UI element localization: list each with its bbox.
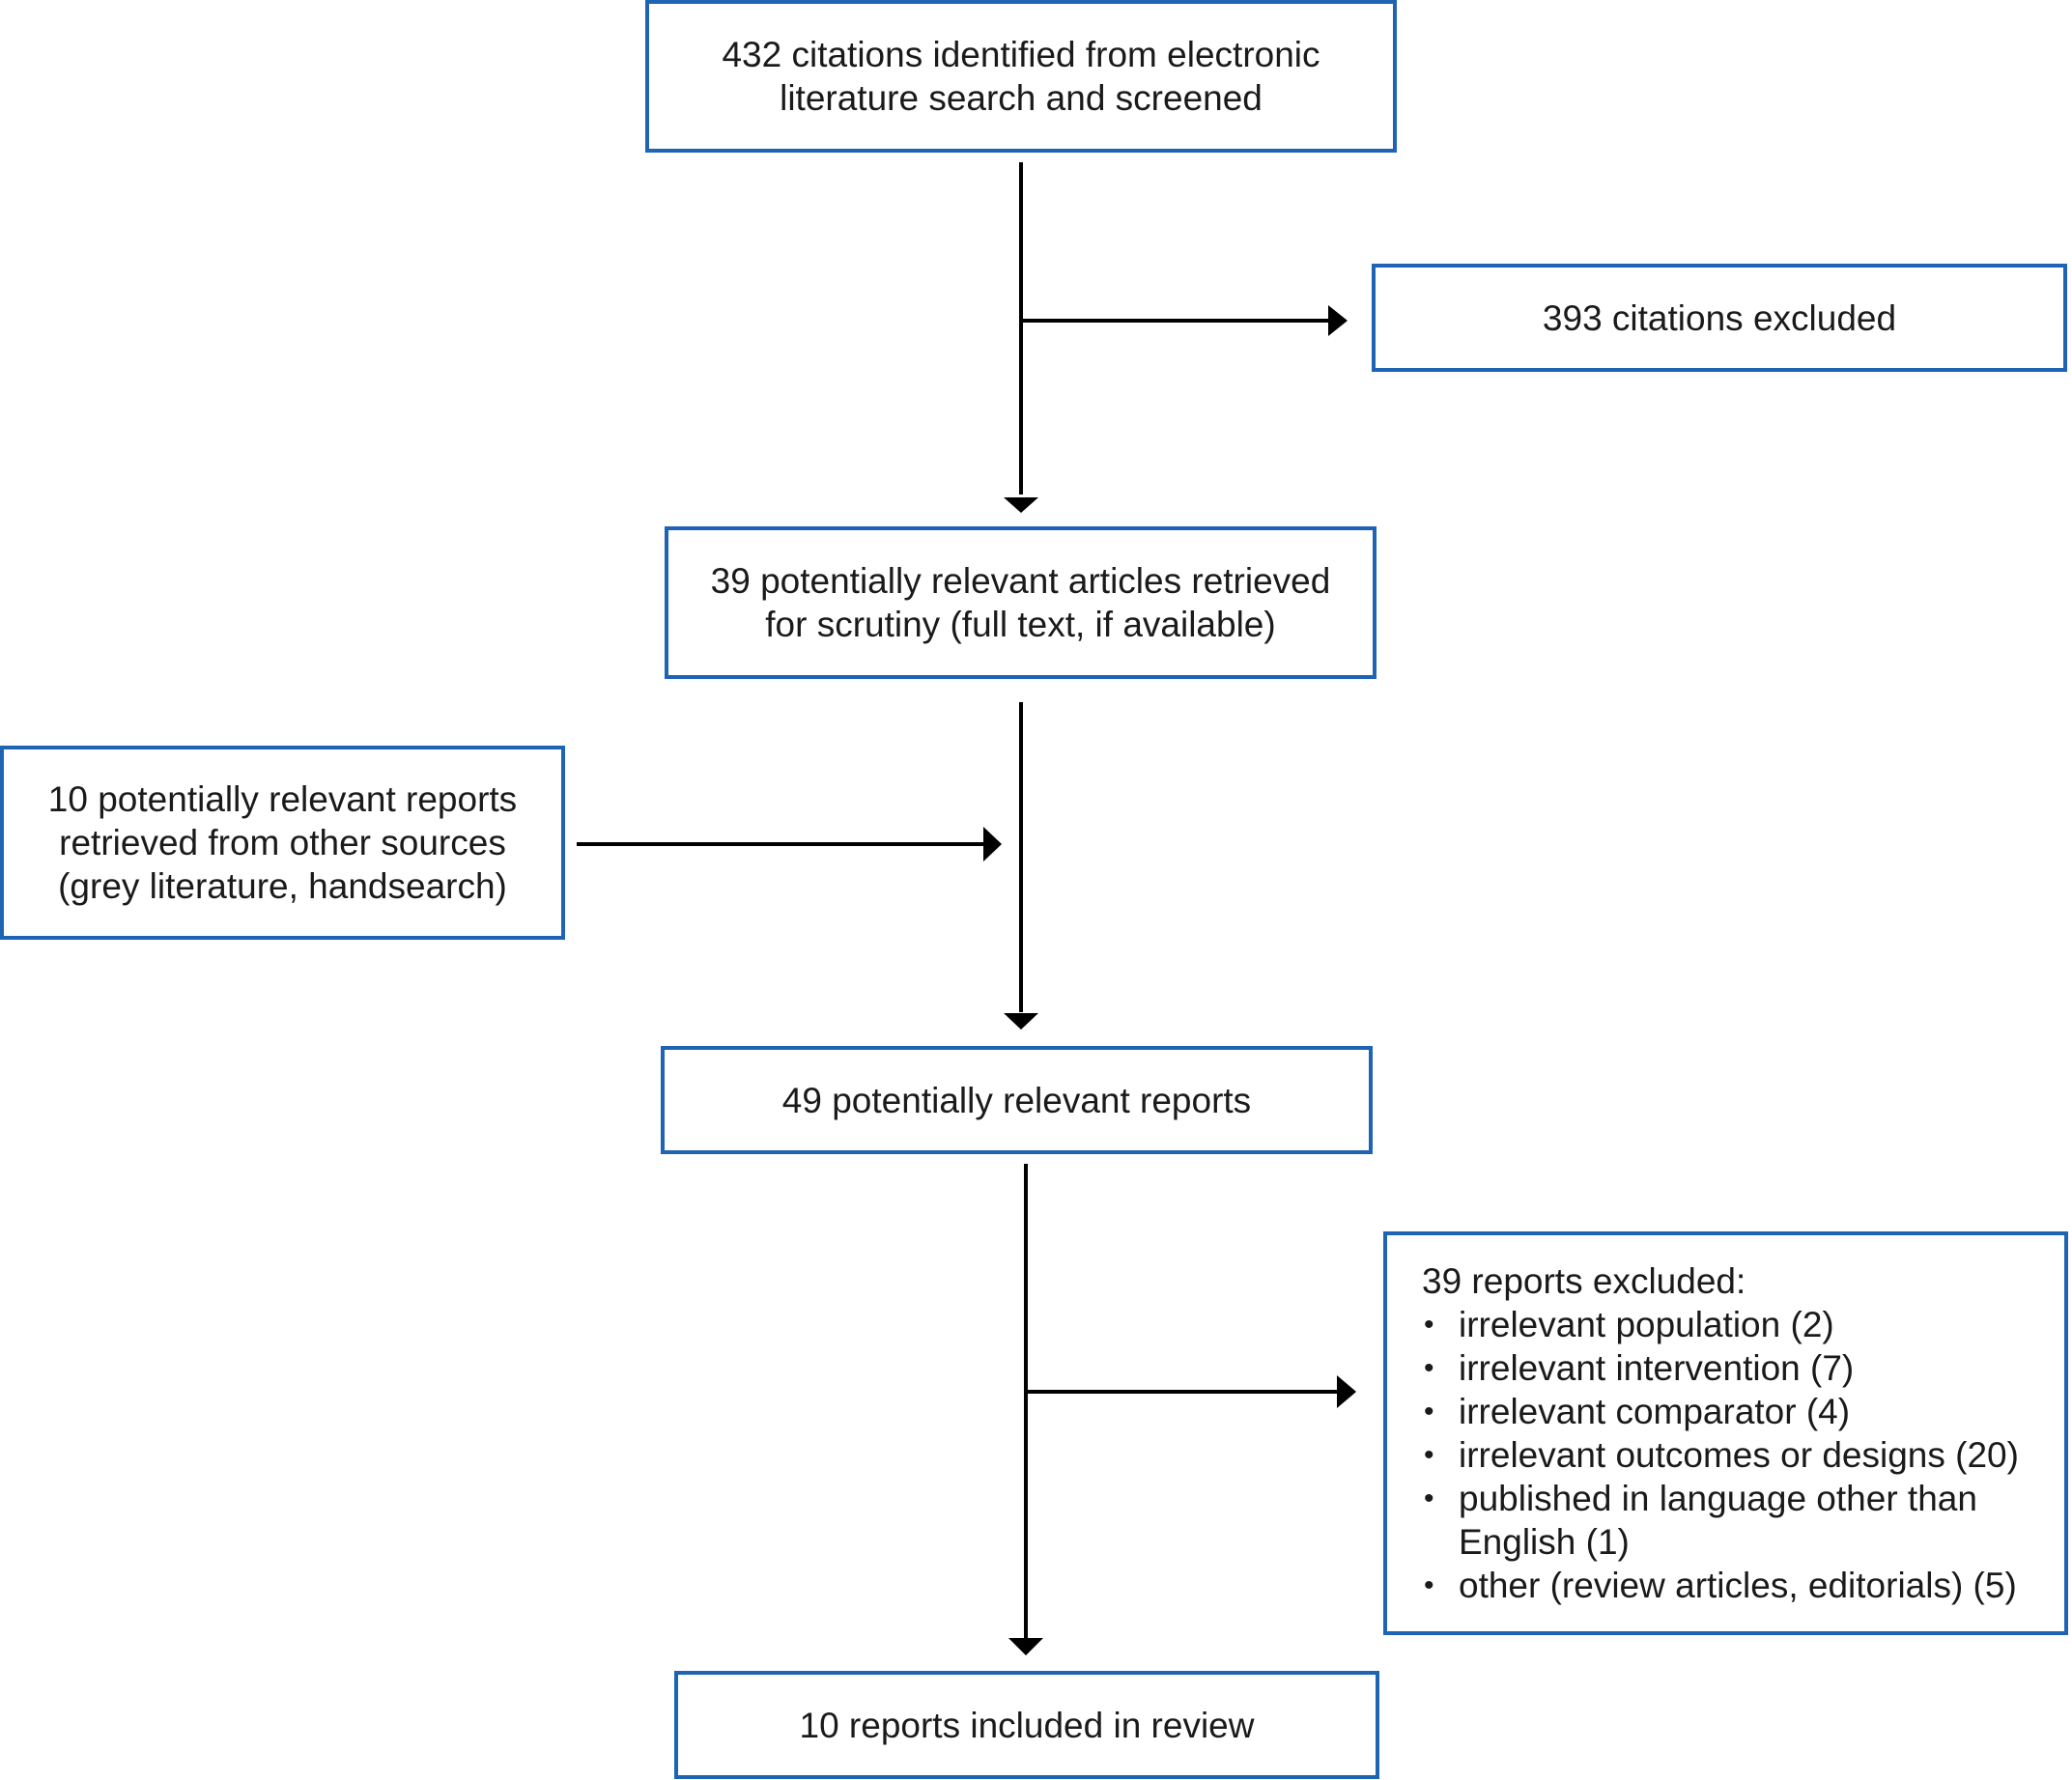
excluded-reports-heading: 39 reports excluded: xyxy=(1422,1261,1746,1301)
other-sources-line-1: 10 potentially relevant reports xyxy=(47,779,518,819)
exclusion-reason-intervention: irrelevant intervention (7) xyxy=(1422,1346,2019,1390)
excluded-citations-text: 393 citations excluded xyxy=(1542,297,1897,338)
arrowhead-relevant xyxy=(1004,1013,1038,1030)
arrowhead-excluded-reports xyxy=(1337,1375,1356,1408)
included-reports-text: 10 reports included in review xyxy=(799,1705,1255,1745)
identified-line-1: 432 citations identified from electronic xyxy=(722,35,1320,74)
arrowhead-other-sources xyxy=(983,827,1002,862)
exclusion-reason-outcomes: irrelevant outcomes or designs (20) xyxy=(1422,1433,2019,1477)
exclusion-reasons-list: irrelevant population (2) irrelevant int… xyxy=(1422,1303,2019,1607)
arrowhead-retrieved xyxy=(1004,497,1038,513)
arrowhead-included xyxy=(1008,1638,1043,1655)
retrieved-line-2: for scrutiny (full text, if available) xyxy=(765,605,1276,644)
identified-citations-box: 432 citations identified from electronic… xyxy=(645,0,1397,153)
other-sources-box: 10 potentially relevant reports retrieve… xyxy=(0,746,565,940)
exclusion-reason-population: irrelevant population (2) xyxy=(1422,1303,2019,1346)
exclusion-reason-language: published in language other thanEnglish … xyxy=(1422,1477,2019,1564)
retrieved-articles-box: 39 potentially relevant articles retriev… xyxy=(665,526,1377,679)
retrieved-line-1: 39 potentially relevant articles retriev… xyxy=(710,561,1331,601)
excluded-citations-box: 393 citations excluded xyxy=(1372,264,2067,372)
exclusion-reason-other: other (review articles, editorials) (5) xyxy=(1422,1564,2019,1607)
relevant-reports-text: 49 potentially relevant reports xyxy=(781,1080,1252,1120)
exclusion-reason-comparator: irrelevant comparator (4) xyxy=(1422,1390,2019,1433)
relevant-reports-box: 49 potentially relevant reports xyxy=(661,1046,1373,1154)
excluded-reports-box: 39 reports excluded: irrelevant populati… xyxy=(1383,1231,2068,1635)
other-sources-line-2: retrieved from other sources xyxy=(59,823,506,862)
arrowhead-excluded-citations xyxy=(1328,305,1348,336)
identified-line-2: literature search and screened xyxy=(780,78,1263,118)
other-sources-line-3: (grey literature, handsearch) xyxy=(58,866,507,906)
included-reports-box: 10 reports included in review xyxy=(674,1671,1379,1779)
